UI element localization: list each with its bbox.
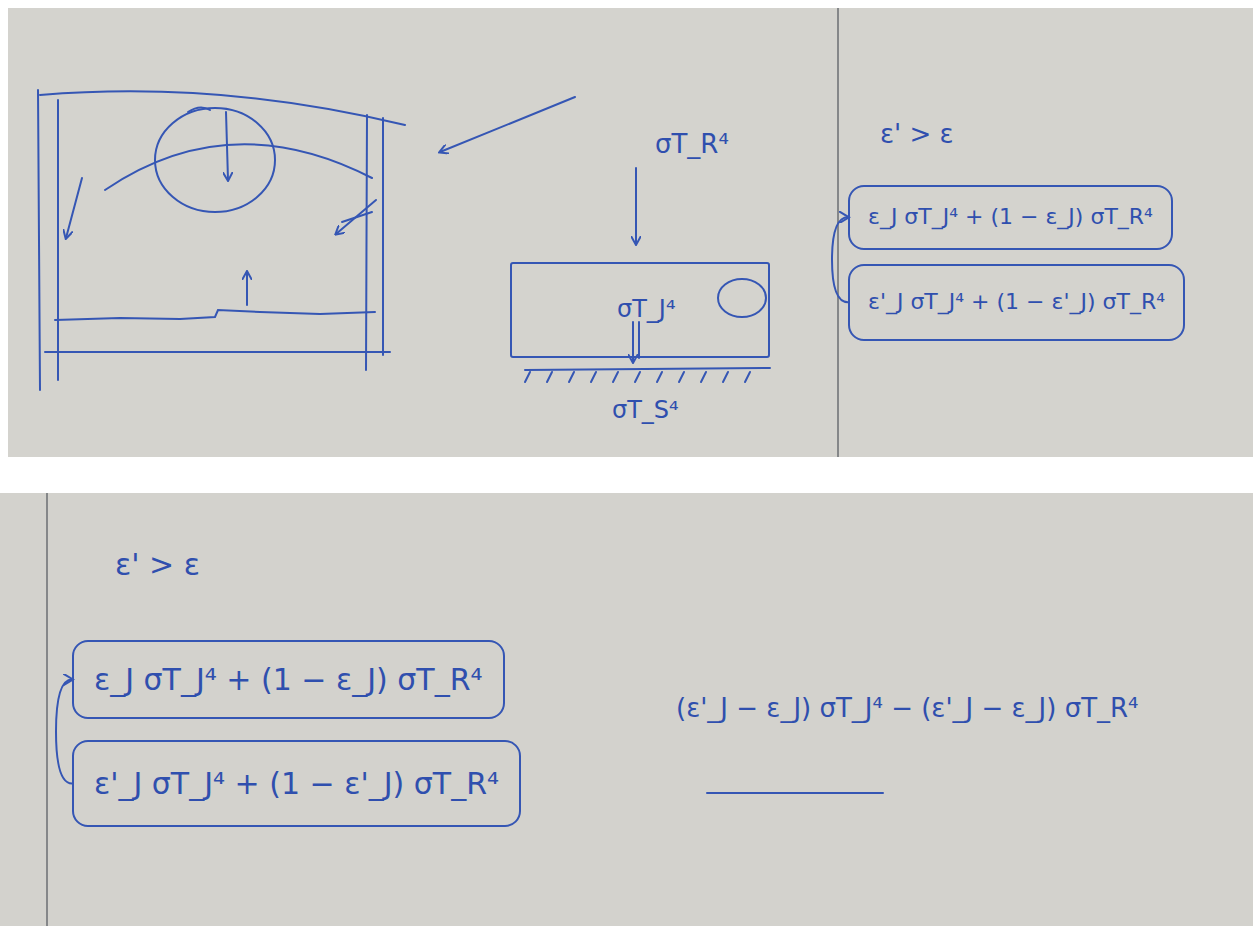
condition-note: ε' > ε: [880, 118, 954, 152]
equation-box: ε'_J σT_J⁴ + (1 − ε'_J) σT_R⁴: [72, 740, 521, 827]
flux-label: σT_S⁴: [612, 395, 679, 426]
vessel-sketch: [38, 90, 575, 390]
node-text: ε'_J σT_J⁴ + (1 − ε'_J) σT_R⁴: [94, 764, 499, 803]
board-bottom: [0, 493, 1253, 926]
node-text: σT_J⁴: [617, 294, 676, 325]
node-text: ε'_J σT_J⁴ + (1 − ε'_J) σT_R⁴: [868, 288, 1165, 317]
bracket-connector: [56, 680, 72, 784]
board-divider: [46, 493, 48, 926]
equation-box: ε_J σT_J⁴ + (1 − ε_J) σT_R⁴: [848, 185, 1173, 250]
node-text: ε_J σT_J⁴ + (1 − ε_J) σT_R⁴: [94, 660, 483, 699]
equation-box: ε'_J σT_J⁴ + (1 − ε'_J) σT_R⁴: [848, 264, 1185, 341]
equation-box: ε_J σT_J⁴ + (1 − ε_J) σT_R⁴: [72, 640, 505, 719]
flux-label: σT_R⁴: [655, 128, 729, 162]
jacket-box: σT_J⁴: [510, 262, 770, 358]
difference-expression: (ε'_J − ε_J) σT_J⁴ − (ε'_J − ε_J) σT_R⁴: [676, 692, 1139, 726]
board-top: [8, 8, 1253, 457]
board-divider: [837, 8, 839, 457]
condition-note: ε' > ε: [115, 545, 200, 584]
bracket-connector: [832, 217, 848, 302]
node-text: ε_J σT_J⁴ + (1 − ε_J) σT_R⁴: [868, 203, 1153, 232]
